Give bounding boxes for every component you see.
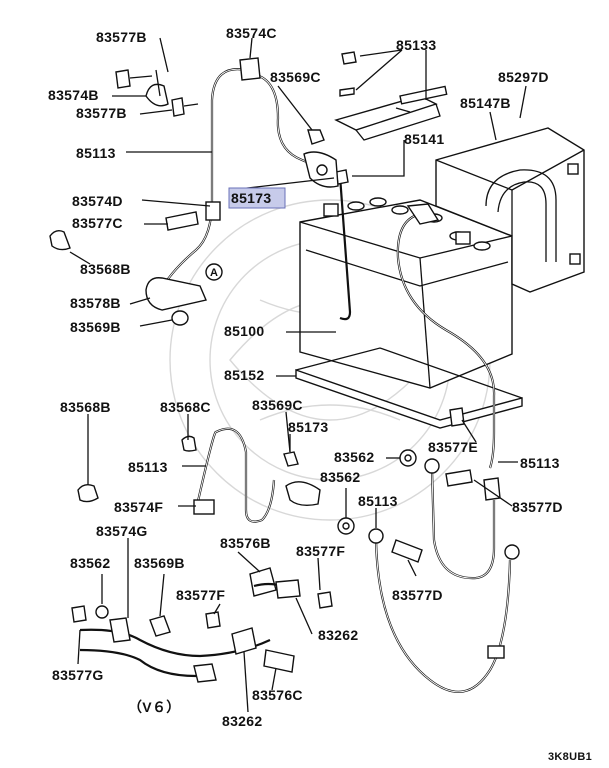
battery-holder-85141[interactable]: [334, 95, 441, 141]
label-83577G[interactable]: 83577G: [52, 667, 104, 683]
label-83574G[interactable]: 83574G: [96, 523, 148, 539]
bolt-83577D-right[interactable]: [445, 469, 473, 487]
label-83577D-bottom[interactable]: 83577D: [392, 587, 443, 603]
label-83568C[interactable]: 83568C: [160, 399, 211, 415]
label-83577F-b[interactable]: 83577F: [176, 587, 225, 603]
battery-85100[interactable]: [299, 197, 513, 389]
bolt-83577B-mid[interactable]: [171, 97, 199, 117]
label-83569C-bottom[interactable]: 83569C: [252, 397, 303, 413]
bracket-83576B[interactable]: [249, 567, 297, 597]
highlight-box-85173: [228, 187, 286, 209]
bolt-83577F-b[interactable]: [317, 591, 333, 609]
label-83577F-a[interactable]: 83577F: [296, 543, 345, 559]
nut-83569C-top[interactable]: [307, 129, 325, 145]
label-85173-top[interactable]: 85173: [231, 190, 271, 206]
label-83569C-top[interactable]: 83569C: [270, 69, 321, 85]
plug-83568B-bottom[interactable]: [77, 422, 99, 503]
bolt-83577G[interactable]: [71, 605, 87, 623]
v6-harness[interactable]: [79, 615, 271, 683]
plug-83568B-top[interactable]: [49, 229, 71, 251]
label-85113-left[interactable]: 85113: [128, 459, 168, 475]
label-83562-b[interactable]: 83562: [320, 469, 360, 485]
label-85173-bottom[interactable]: 85173: [288, 419, 328, 435]
label-83574C[interactable]: 83574C: [226, 25, 277, 41]
label-83562-a[interactable]: 83562: [334, 449, 374, 465]
battery-cover-85147B[interactable]: [435, 127, 585, 293]
label-83574B[interactable]: 83574B: [48, 87, 99, 103]
cable-85113-long[interactable]: [368, 528, 520, 693]
bolt-83577F-a[interactable]: [205, 611, 221, 629]
label-85133[interactable]: 85133: [396, 37, 436, 53]
bolt-83577C[interactable]: [165, 211, 199, 231]
clip-83574C[interactable]: [239, 57, 261, 81]
terminal-85173-top[interactable]: [303, 151, 339, 188]
label-83576B[interactable]: 83576B: [220, 535, 271, 551]
clip-83574D[interactable]: [205, 201, 221, 221]
cable-85113-right[interactable]: [424, 458, 496, 580]
part-labels: 83577B 83574C 85133 83574B 83569C 85297D…: [48, 25, 563, 729]
label-83577D-right[interactable]: 83577D: [512, 499, 563, 515]
variant-label: （V６）: [128, 699, 181, 715]
bolt-83577D-bottom[interactable]: [391, 539, 423, 563]
terminal-85173-bottom[interactable]: [283, 451, 321, 507]
bolt-83577E[interactable]: [449, 407, 465, 427]
label-83578B[interactable]: 83578B: [70, 295, 121, 311]
label-83262-b[interactable]: 83262: [222, 713, 262, 729]
leader-lines: [69, 37, 527, 713]
label-83569B-top[interactable]: 83569B: [70, 319, 121, 335]
label-83569B-bottom[interactable]: 83569B: [134, 555, 185, 571]
battery-tray-85152[interactable]: [295, 347, 523, 429]
label-83568B-bottom[interactable]: 83568B: [60, 399, 111, 415]
terminal-83578B[interactable]: [145, 277, 207, 311]
battery-rod-85133[interactable]: [399, 58, 448, 105]
label-85100[interactable]: 85100: [224, 323, 264, 339]
callout-a-marker: A: [205, 263, 223, 281]
label-83262-a[interactable]: 83262: [318, 627, 358, 643]
label-83577C[interactable]: 83577C: [72, 215, 123, 231]
bracket-83576C[interactable]: [263, 649, 295, 673]
washer-83562-b[interactable]: [337, 517, 355, 535]
nut-parts[interactable]: [339, 51, 357, 97]
label-83577B-top[interactable]: 83577B: [96, 29, 147, 45]
clamp-83262[interactable]: [275, 579, 301, 599]
plug-83568C[interactable]: [181, 435, 197, 452]
label-83577B-mid[interactable]: 83577B: [76, 105, 127, 121]
bolt-83577B-top[interactable]: [115, 69, 153, 89]
diagram-code: 3K8UB1: [548, 751, 592, 763]
label-83574F[interactable]: 83574F: [114, 499, 163, 515]
label-83574D[interactable]: 83574D: [72, 193, 123, 209]
label-83576C[interactable]: 83576C: [252, 687, 303, 703]
label-85113-top[interactable]: 85113: [76, 145, 116, 161]
label-85113-right[interactable]: 85113: [520, 455, 560, 471]
label-85141[interactable]: 85141: [404, 131, 444, 147]
label-85113-mid[interactable]: 85113: [358, 493, 398, 509]
label-85297D[interactable]: 85297D: [498, 69, 549, 85]
washer-83562-a[interactable]: [399, 449, 417, 467]
nut-83569B-top[interactable]: [171, 310, 189, 326]
label-85147B[interactable]: 85147B: [460, 95, 511, 111]
label-85152[interactable]: 85152: [224, 367, 264, 383]
cable-85113-middle[interactable]: [193, 427, 276, 523]
label-83568B-top[interactable]: 83568B: [80, 261, 131, 277]
washer-83562-left[interactable]: [95, 605, 109, 619]
label-83577E[interactable]: 83577E: [428, 439, 478, 455]
cable-positive-right[interactable]: [396, 203, 501, 501]
label-83562-left[interactable]: 83562: [70, 555, 110, 571]
callout-a: A: [210, 267, 218, 279]
clip-83574B[interactable]: [145, 69, 169, 107]
